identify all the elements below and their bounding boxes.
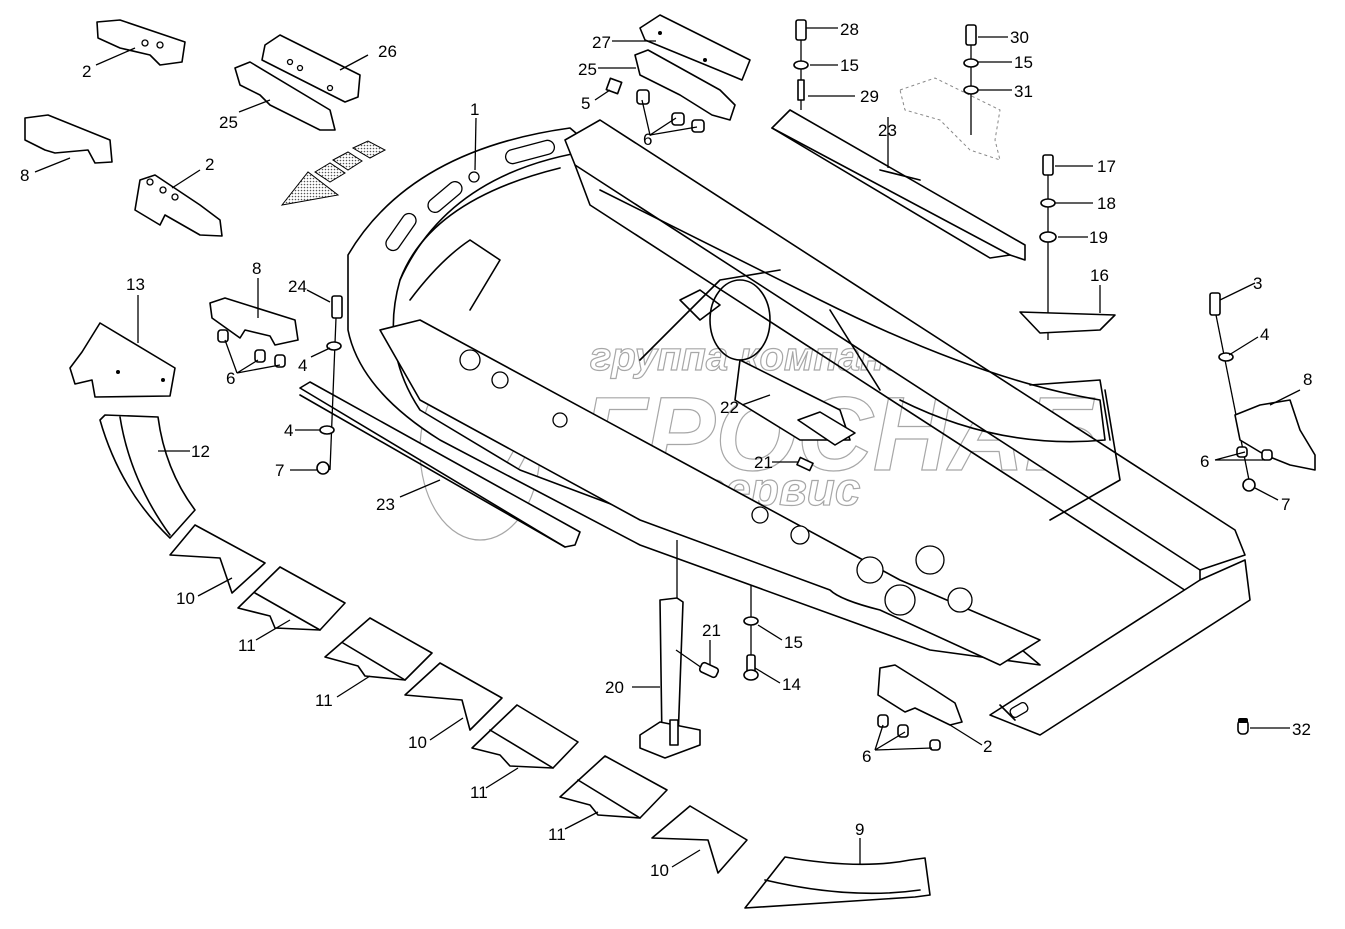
callout-18[interactable]: 18 — [1097, 194, 1116, 213]
direction-arrow-icon — [280, 140, 387, 206]
part-5-nut — [605, 77, 623, 95]
part-11-tooth-3 — [471, 704, 579, 769]
part-11-tooth-1 — [237, 566, 346, 631]
callout-8[interactable]: 8 — [252, 259, 261, 278]
part-8-bracket-left — [24, 114, 113, 164]
callout-16[interactable]: 16 — [1090, 266, 1109, 285]
callout-7[interactable]: 7 — [275, 461, 284, 480]
bolt-stack-30 — [963, 24, 979, 135]
part-2-bracket-top — [96, 19, 186, 66]
bolt-stack-17 — [1039, 154, 1057, 340]
callout-2[interactable]: 2 — [983, 737, 992, 756]
callout-12[interactable]: 12 — [191, 442, 210, 461]
callout-7[interactable]: 7 — [1281, 495, 1290, 514]
callout-11[interactable]: 11 — [548, 825, 566, 844]
callout-13[interactable]: 13 — [126, 275, 145, 294]
callout-15[interactable]: 15 — [784, 633, 803, 652]
callout-15[interactable]: 15 — [840, 56, 859, 75]
part-6-bushings-top — [636, 89, 705, 133]
part-11-tooth-4 — [559, 755, 668, 819]
part-25-bracket-top — [634, 49, 736, 121]
callout-14[interactable]: 14 — [782, 675, 801, 694]
part-9-shield — [744, 856, 931, 909]
callout-24[interactable]: 24 — [288, 277, 307, 296]
callout-8[interactable]: 8 — [20, 166, 29, 185]
ghost-part-outline — [899, 77, 1001, 161]
part-12-shield — [99, 414, 196, 539]
part-11-tooth-2 — [324, 617, 433, 681]
part-23-lower-rail — [299, 381, 581, 548]
part-2-bracket-bottom — [877, 664, 963, 751]
callout-25[interactable]: 25 — [578, 60, 597, 79]
part-21-small-pin — [796, 456, 814, 472]
slot-hole — [385, 212, 417, 252]
callout-6[interactable]: 6 — [1200, 452, 1209, 471]
callout-19[interactable]: 19 — [1089, 228, 1108, 247]
callout-31[interactable]: 31 — [1014, 82, 1033, 101]
callout-20[interactable]: 20 — [605, 678, 624, 697]
callout-21[interactable]: 21 — [702, 621, 721, 640]
callout-6[interactable]: 6 — [226, 369, 235, 388]
callout-4[interactable]: 4 — [1260, 325, 1269, 344]
callout-26[interactable]: 26 — [378, 42, 397, 61]
part-23-top-rail — [771, 109, 1026, 261]
callout-17[interactable]: 17 — [1097, 157, 1116, 176]
callout-9[interactable]: 9 — [855, 820, 864, 839]
callout-23[interactable]: 23 — [376, 495, 395, 514]
callout-2[interactable]: 2 — [82, 62, 91, 81]
bolt-stack-24 — [316, 295, 343, 475]
callout-3[interactable]: 3 — [1253, 274, 1262, 293]
callout-10[interactable]: 10 — [408, 733, 427, 752]
part-27-bracket — [639, 14, 751, 81]
callout-8[interactable]: 8 — [1303, 370, 1312, 389]
part-10-tooth-3 — [651, 805, 748, 874]
part-25-bracket — [234, 61, 336, 131]
callout-10[interactable]: 10 — [176, 589, 195, 608]
callout-22[interactable]: 22 — [720, 398, 739, 417]
bolt-stack-3 — [1209, 292, 1256, 492]
callout-30[interactable]: 30 — [1010, 28, 1029, 47]
callout-21[interactable]: 21 — [754, 453, 773, 472]
callout-5[interactable]: 5 — [581, 94, 590, 113]
bolt-stack-28 — [793, 19, 809, 110]
callout-23[interactable]: 23 — [878, 121, 897, 140]
part-16-plate — [1019, 311, 1116, 334]
slot-hole — [504, 139, 556, 165]
callout-2[interactable]: 2 — [205, 155, 214, 174]
part-13-shield — [69, 322, 176, 398]
callout-32[interactable]: 32 — [1292, 720, 1311, 739]
callout-1[interactable]: 1 — [470, 100, 479, 119]
part-26-plate — [261, 34, 361, 103]
frame-rear-crossmember — [989, 559, 1251, 736]
callout-4[interactable]: 4 — [298, 356, 307, 375]
callout-29[interactable]: 29 — [860, 87, 879, 106]
callout-4[interactable]: 4 — [284, 421, 293, 440]
callout-11[interactable]: 11 — [470, 783, 488, 802]
part-32-rivet — [1237, 718, 1249, 735]
callout-11[interactable]: 11 — [238, 636, 256, 655]
callout-11[interactable]: 11 — [315, 691, 333, 710]
callout-28[interactable]: 28 — [840, 20, 859, 39]
callout-15[interactable]: 15 — [1014, 53, 1033, 72]
bolt-stack-14 — [743, 585, 759, 681]
callout-6[interactable]: 6 — [643, 130, 652, 149]
part-10-tooth-1 — [169, 524, 266, 594]
callout-6[interactable]: 6 — [862, 747, 871, 766]
callout-27[interactable]: 27 — [592, 33, 611, 52]
leader-lines — [34, 27, 1301, 868]
part-2-bracket-mid — [134, 174, 223, 237]
part-22-plate — [797, 411, 856, 446]
main-frame — [347, 119, 1251, 736]
part-21-pin — [675, 649, 720, 679]
callout-10[interactable]: 10 — [650, 861, 669, 880]
part-20-jack-stand — [639, 540, 701, 759]
slot-hole — [427, 180, 463, 214]
part-10-tooth-2 — [404, 662, 503, 731]
callout-25[interactable]: 25 — [219, 113, 238, 132]
callout-labels: 1 2 2 2 3 4 4 4 5 6 6 6 6 7 7 8 8 8 9 10… — [20, 20, 1312, 880]
part-8-bracket-mid-left — [209, 297, 299, 368]
bolt-hole — [468, 171, 480, 183]
